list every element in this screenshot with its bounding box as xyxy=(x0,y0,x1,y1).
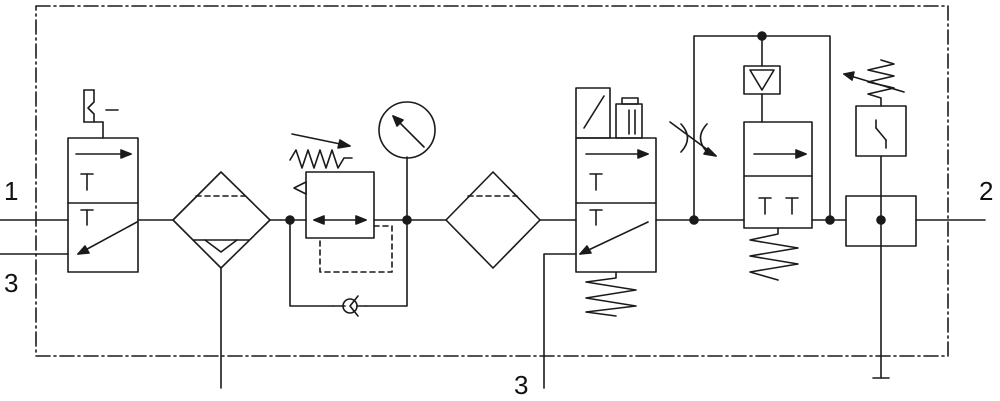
adjustable-throttle xyxy=(669,31,831,225)
manual-shutoff-valve xyxy=(67,89,139,273)
port-label-exhaust-left: 3 xyxy=(4,268,19,298)
pressure-gauge-icon xyxy=(378,101,436,159)
soft-start-valve xyxy=(743,35,835,281)
unit-boundary xyxy=(35,5,949,357)
filter-with-drain xyxy=(172,171,271,389)
filter xyxy=(445,171,541,269)
port-label-outlet: 2 xyxy=(979,176,994,206)
solenoid-valve xyxy=(543,87,657,389)
pressure-switch xyxy=(843,59,917,379)
port-label-inlet: 1 xyxy=(4,176,19,206)
pressure-regulator xyxy=(285,101,436,317)
port-label-exhaust-bottom: 3 xyxy=(514,370,529,400)
